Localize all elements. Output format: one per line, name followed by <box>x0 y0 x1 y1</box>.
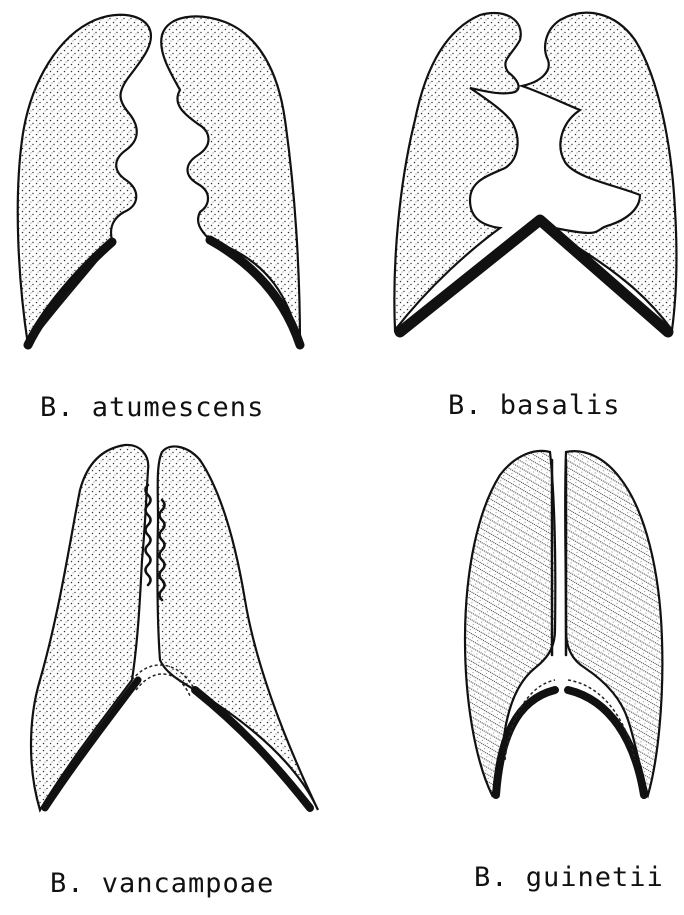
caption-guinetii: B. guinetii <box>474 862 664 893</box>
vancampoae-left-lobe <box>31 445 148 810</box>
guinetii-left-lobe <box>465 451 555 795</box>
figure-atumescens <box>18 15 300 345</box>
caption-vancampoae: B. vancampoae <box>50 868 274 899</box>
atumescens-left-lobe <box>18 15 151 345</box>
guinetii-right-lobe <box>565 451 662 795</box>
vancampoae-right-lobe <box>157 446 318 810</box>
figure-vancampoae <box>31 445 318 810</box>
basalis-right-lobe <box>522 13 676 330</box>
caption-basalis: B. basalis <box>448 390 621 421</box>
figure-basalis <box>394 13 676 332</box>
figure-guinetii <box>465 451 662 795</box>
caption-atumescens: B. atumescens <box>40 392 264 423</box>
